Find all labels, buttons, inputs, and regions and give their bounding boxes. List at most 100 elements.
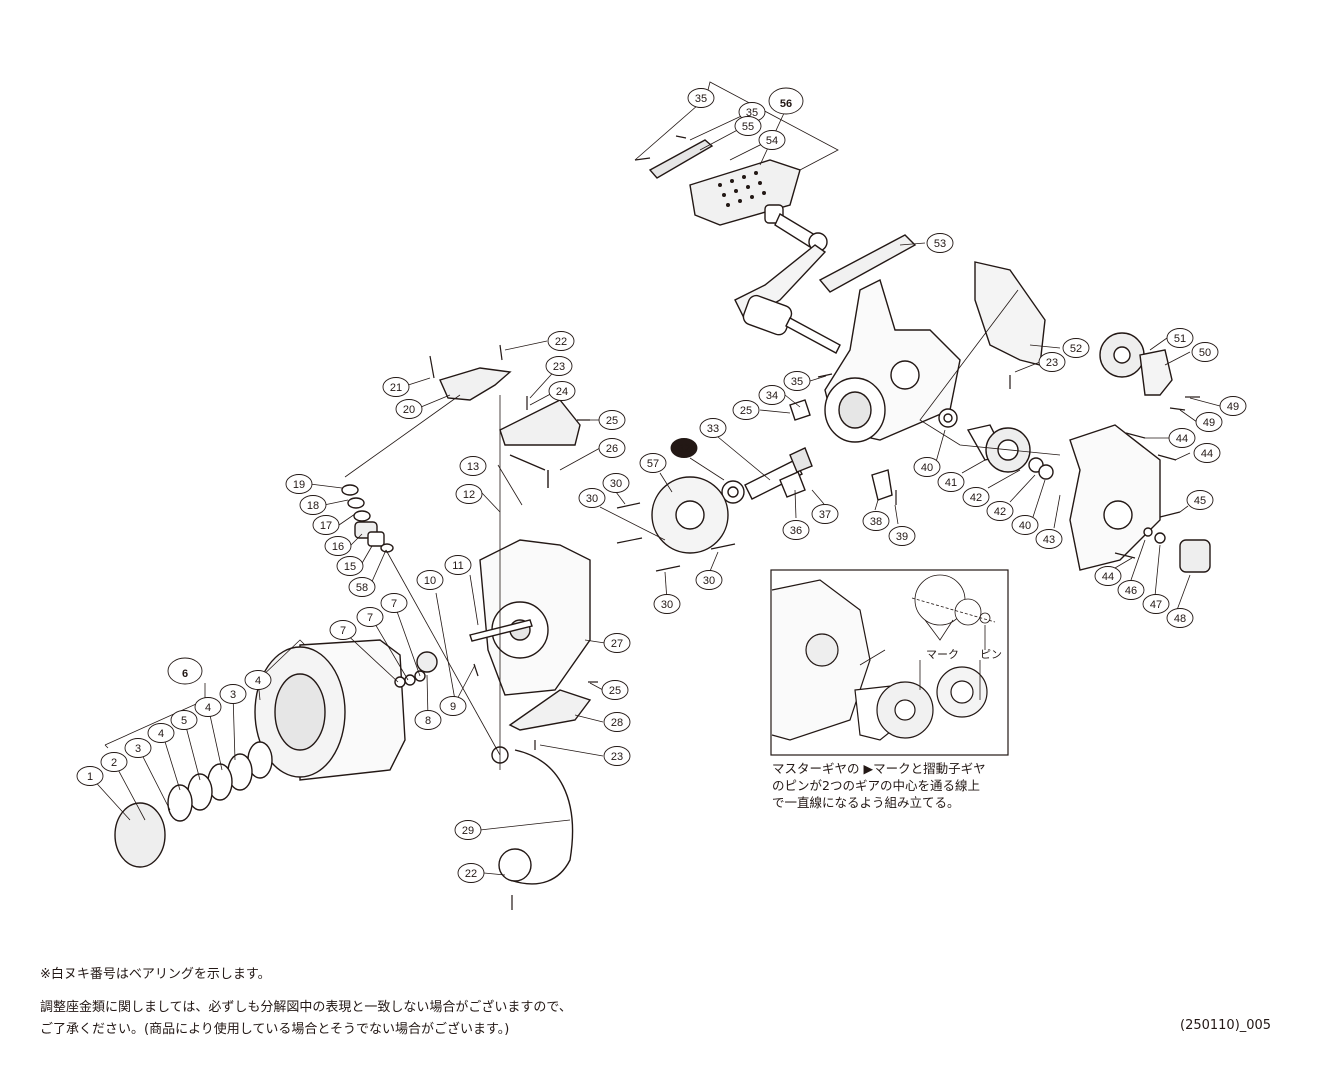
part-callout-41: 41 <box>937 472 965 492</box>
part-callout-oval <box>603 633 631 653</box>
part-number: 21 <box>390 382 402 394</box>
part-callout-oval <box>639 453 667 473</box>
part-callout-20: 20 <box>395 399 423 419</box>
part-callout-oval <box>937 472 965 492</box>
part-number: 4 <box>158 728 164 740</box>
part-callout-oval <box>356 607 384 627</box>
part-number: 7 <box>367 612 373 624</box>
part-callout-oval <box>653 594 681 614</box>
part-callout-oval <box>603 746 631 766</box>
part-callout-oval <box>1011 515 1039 535</box>
part-number: 1 <box>87 771 93 783</box>
part-callout-oval <box>299 495 327 515</box>
part-callout-oval <box>194 697 222 717</box>
part-callout-3: 3 <box>124 738 152 758</box>
inset-pin-label: ピン <box>980 648 1002 661</box>
part-callout-oval <box>414 710 442 730</box>
screws <box>429 135 1200 910</box>
part-callout-22: 22 <box>457 863 485 883</box>
part-callout-oval <box>768 87 804 115</box>
part-callout-oval <box>329 620 357 640</box>
part-callout-58: 58 <box>348 577 376 597</box>
part-number: 5 <box>181 715 187 727</box>
part-number: 7 <box>340 625 346 637</box>
part-callout-oval <box>862 511 890 531</box>
part-callout-oval <box>598 410 626 430</box>
part-number: 25 <box>606 415 618 427</box>
part-callout-oval <box>758 385 786 405</box>
part-callout-6: 6 <box>167 657 203 685</box>
part-callout-oval <box>336 556 364 576</box>
pinion-assembly <box>721 399 893 504</box>
part-number: 4 <box>255 675 261 687</box>
part-callout-54: 54 <box>758 130 786 150</box>
part-callout-oval <box>603 712 631 732</box>
part-number: 46 <box>1125 585 1137 597</box>
part-number: 40 <box>921 462 933 474</box>
part-callout-oval <box>167 657 203 685</box>
part-callout-10: 10 <box>416 570 444 590</box>
part-callout-oval <box>439 696 467 716</box>
part-number: 25 <box>609 685 621 697</box>
part-number: 13 <box>467 461 479 473</box>
part-callout-oval <box>382 377 410 397</box>
part-callout-47: 47 <box>1142 594 1170 614</box>
part-callout-44: 44 <box>1193 443 1221 463</box>
part-number: 27 <box>611 638 623 650</box>
part-callout-11: 11 <box>444 555 472 575</box>
part-number: 36 <box>790 525 802 537</box>
part-callout-33: 33 <box>699 418 727 438</box>
part-number: 33 <box>707 423 719 435</box>
inset-caption-line-2: のピンが2つのギアの中心を通る線上 <box>772 778 980 793</box>
part-number: 30 <box>661 599 673 611</box>
part-callout-21: 21 <box>382 377 410 397</box>
part-callout-40: 40 <box>913 457 941 477</box>
part-number: 42 <box>970 492 982 504</box>
part-callout-oval <box>285 474 313 494</box>
part-number: 8 <box>425 715 431 727</box>
part-number: 20 <box>403 404 415 416</box>
part-callout-36: 36 <box>782 520 810 540</box>
part-callout-oval <box>219 684 247 704</box>
part-number: 23 <box>553 361 565 373</box>
part-number: 43 <box>1043 534 1055 546</box>
part-callout-16: 16 <box>324 536 352 556</box>
part-callout-2: 2 <box>100 752 128 772</box>
part-callout-oval <box>758 130 786 150</box>
part-number: 32 <box>678 443 690 455</box>
adjust-note-line-2: ご了承ください。(商品により使用している場合とそうでない場合がございます。) <box>40 1022 510 1037</box>
part-callout-oval <box>545 356 573 376</box>
part-drawings <box>114 135 1211 910</box>
part-callout-oval <box>324 536 352 556</box>
part-callout-oval <box>783 371 811 391</box>
part-callout-30: 30 <box>578 488 606 508</box>
part-callout-44: 44 <box>1094 566 1122 586</box>
part-callout-13: 13 <box>459 456 487 476</box>
rotor-assembly <box>416 367 729 885</box>
part-number: 10 <box>424 575 436 587</box>
inset-caption-line-3: で一直線になるよう組み立てる。 <box>772 795 960 810</box>
part-callout-oval <box>1142 594 1170 614</box>
part-callout-oval <box>454 820 482 840</box>
part-callout-37: 37 <box>811 504 839 524</box>
part-callout-oval <box>76 766 104 786</box>
part-number: 57 <box>647 458 659 470</box>
inset-mark-label: マーク <box>926 648 959 661</box>
part-callout-9: 9 <box>439 696 467 716</box>
part-callout-22: 22 <box>547 331 575 351</box>
part-callout-51: 51 <box>1166 328 1194 348</box>
part-callout-56: 56 <box>768 87 804 115</box>
part-callout-oval <box>459 456 487 476</box>
part-number: 40 <box>1019 520 1031 532</box>
spool-assembly <box>114 639 426 868</box>
gear-assembly <box>938 332 1211 573</box>
part-callout-oval <box>100 752 128 772</box>
part-callout-49: 49 <box>1195 412 1223 432</box>
bearing-note: ※白ヌキ番号はベアリングを示します。 <box>40 967 271 982</box>
part-callout-24: 24 <box>548 381 576 401</box>
part-number: 2 <box>111 757 117 769</box>
part-number: 30 <box>610 478 622 490</box>
part-callout-7: 7 <box>380 593 408 613</box>
part-number: 38 <box>870 516 882 528</box>
